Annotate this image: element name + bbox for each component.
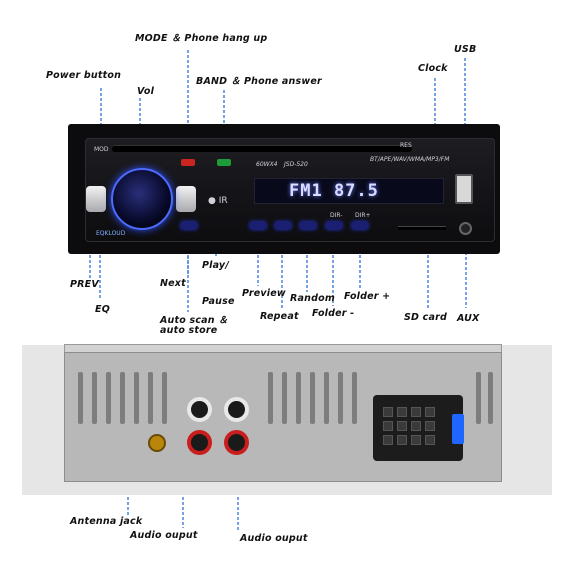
vent-slot (282, 372, 287, 424)
antenna-jack[interactable] (148, 434, 166, 452)
fuse (452, 414, 464, 444)
vent-slot (338, 372, 343, 424)
label-band: BAND ＆ Phone answer (196, 76, 322, 87)
label-repeat: Repeat (260, 311, 299, 322)
power-rating: 60WX4 (256, 161, 278, 168)
lcd-readout: FM1 87.5 (289, 181, 379, 201)
res-mark: RES (400, 142, 412, 149)
label-random: Random (290, 293, 335, 304)
next-side-button[interactable] (176, 186, 196, 212)
label-power: Power button (46, 70, 122, 81)
label-folder-minus: Folder - (312, 308, 355, 319)
mod-mark: MOD (94, 146, 109, 153)
label-pause: Pause (202, 296, 235, 307)
iso-connector[interactable] (373, 395, 463, 461)
label-vol: Vol (137, 86, 155, 97)
label-auto-scan: Auto scan ＆ (160, 315, 228, 326)
lcd-display: FM1 87.5 (254, 178, 444, 204)
rca-jack-red-left[interactable] (187, 430, 212, 455)
rca-jack-red-right[interactable] (224, 430, 249, 455)
preset-button-4[interactable] (326, 222, 342, 229)
band-button[interactable] (217, 159, 231, 166)
label-eq: EQ (95, 304, 110, 315)
vent-slot (310, 372, 315, 424)
sd-card-slot[interactable] (398, 226, 446, 230)
brand-logo: EQKLOUD (96, 230, 126, 237)
vent-slot (134, 372, 139, 424)
model-number: JSD-520 (284, 161, 308, 168)
ir-sensor-icon: ● IR (208, 196, 228, 206)
preset-button-1[interactable] (250, 222, 266, 229)
label-play: Play/ (202, 260, 229, 271)
rca-jack-white-right[interactable] (224, 397, 249, 422)
vent-slot (476, 372, 481, 424)
vent-slot (120, 372, 125, 424)
label-aux: AUX (457, 313, 480, 324)
preset-button-5[interactable] (352, 222, 368, 229)
rca-jack-white-left[interactable] (187, 397, 212, 422)
preset-button-2[interactable] (275, 222, 291, 229)
preset-button-3[interactable] (300, 222, 316, 229)
prev-side-button[interactable] (86, 186, 106, 212)
formats-text: BT/APE/WAV/WMA/MP3/FM (370, 156, 450, 163)
dir-plus-mark: DIR+ (355, 212, 371, 219)
vent-slot (268, 372, 273, 424)
vent-slot (352, 372, 357, 424)
vent-slot (488, 372, 493, 424)
vent-slot (78, 372, 83, 424)
dir-minus-mark: DIR- (330, 212, 343, 219)
vent-slot (92, 372, 97, 424)
label-audio-output-2: Audio ouput (240, 533, 308, 544)
vent-slot (324, 372, 329, 424)
label-usb: USB (454, 44, 477, 55)
label-antenna-jack: Antenna jack (70, 516, 143, 527)
label-audio-output-1: Audio ouput (130, 530, 198, 541)
vent-slot (162, 372, 167, 424)
label-clock: Clock (418, 63, 448, 74)
label-prev: PREV (70, 279, 99, 290)
usb-port[interactable] (455, 174, 473, 204)
label-preview: Preview (242, 288, 286, 299)
cd-slot (112, 145, 412, 152)
vent-slot (148, 372, 153, 424)
label-folder-plus: Folder + (344, 291, 391, 302)
volume-knob[interactable] (111, 168, 173, 230)
vent-slot (296, 372, 301, 424)
label-auto-store: auto store (160, 325, 218, 336)
mode-button[interactable] (181, 159, 195, 166)
auto-scan-button[interactable] (181, 222, 197, 229)
label-sd-card: SD card (404, 312, 447, 323)
label-next: Next (160, 278, 186, 289)
vent-slot (106, 372, 111, 424)
aux-port[interactable] (459, 222, 472, 235)
label-mode: MODE ＆ Phone hang up (135, 33, 268, 44)
